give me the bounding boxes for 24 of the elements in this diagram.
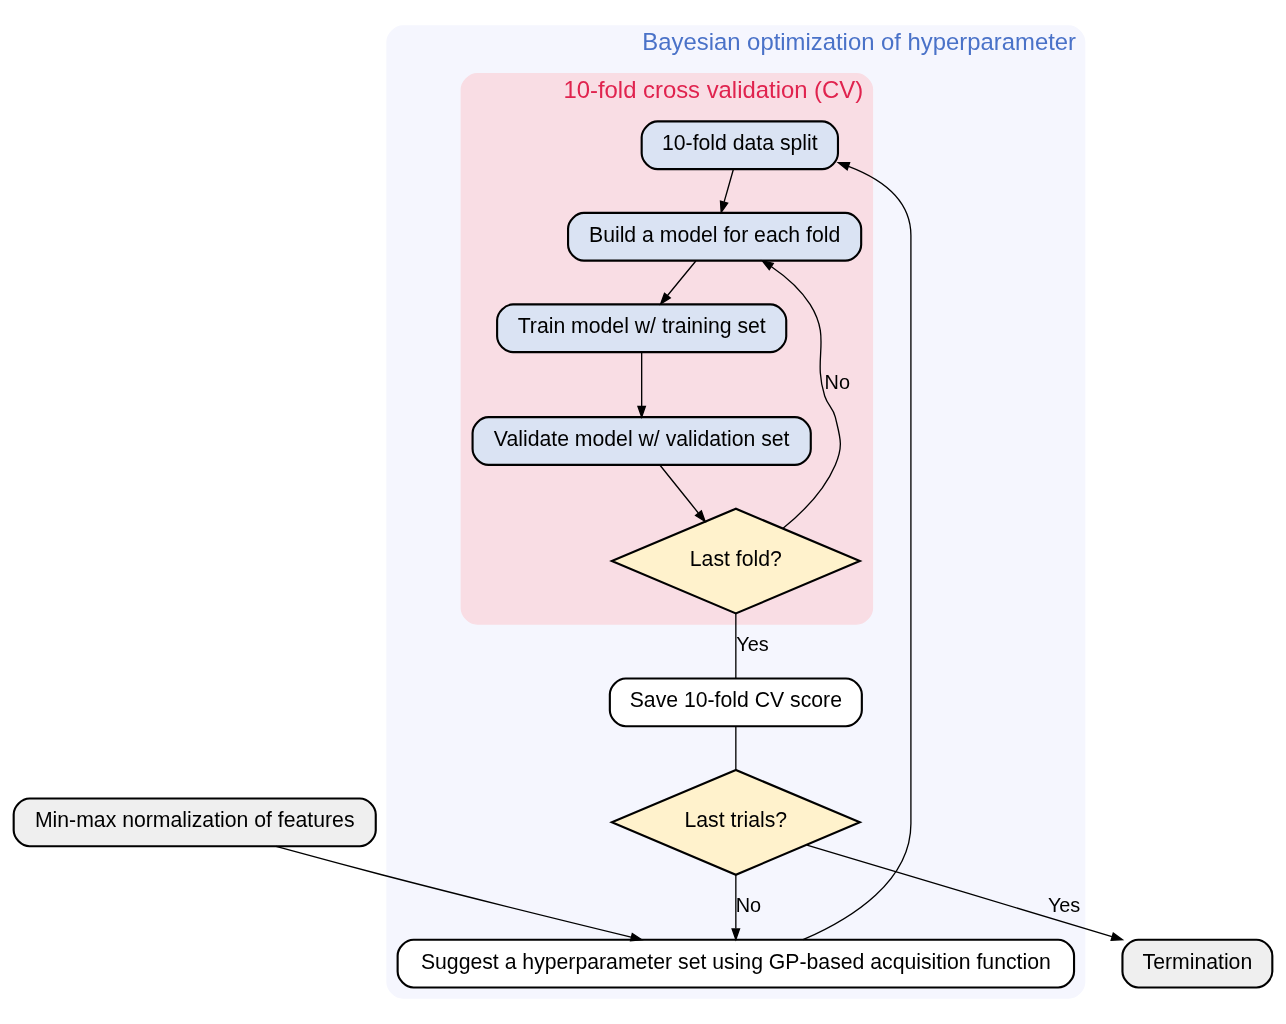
arrow	[659, 464, 707, 524]
edge-label: Yes	[736, 632, 769, 655]
node-box: Validate model w/ validation set	[471, 416, 812, 466]
edge-label: No	[735, 893, 762, 916]
node-box: Save 10-fold CV score	[608, 677, 863, 728]
edge-label: No	[824, 371, 851, 394]
arrow	[719, 168, 734, 215]
arrow	[760, 259, 841, 530]
node-box: Min-max normalization of features	[12, 797, 377, 848]
node-box: Termination	[1121, 938, 1274, 989]
arrow	[659, 260, 697, 306]
node-diamond: Last trials?	[609, 768, 863, 876]
node-box: Build a model for each fold	[567, 211, 863, 262]
node-box: Train model w/ training set	[496, 303, 788, 354]
node-box: Suggest a hyperparameter set using GP-based acquisition function	[396, 938, 1076, 989]
arrow	[275, 845, 644, 942]
arrow	[731, 874, 741, 942]
arrow	[802, 162, 912, 941]
arrow	[806, 844, 1125, 941]
connector	[735, 612, 737, 679]
node-box: 10-fold data split	[640, 120, 839, 171]
connector	[735, 725, 737, 771]
arrow	[637, 351, 647, 419]
edge-label: Yes	[1047, 893, 1081, 916]
